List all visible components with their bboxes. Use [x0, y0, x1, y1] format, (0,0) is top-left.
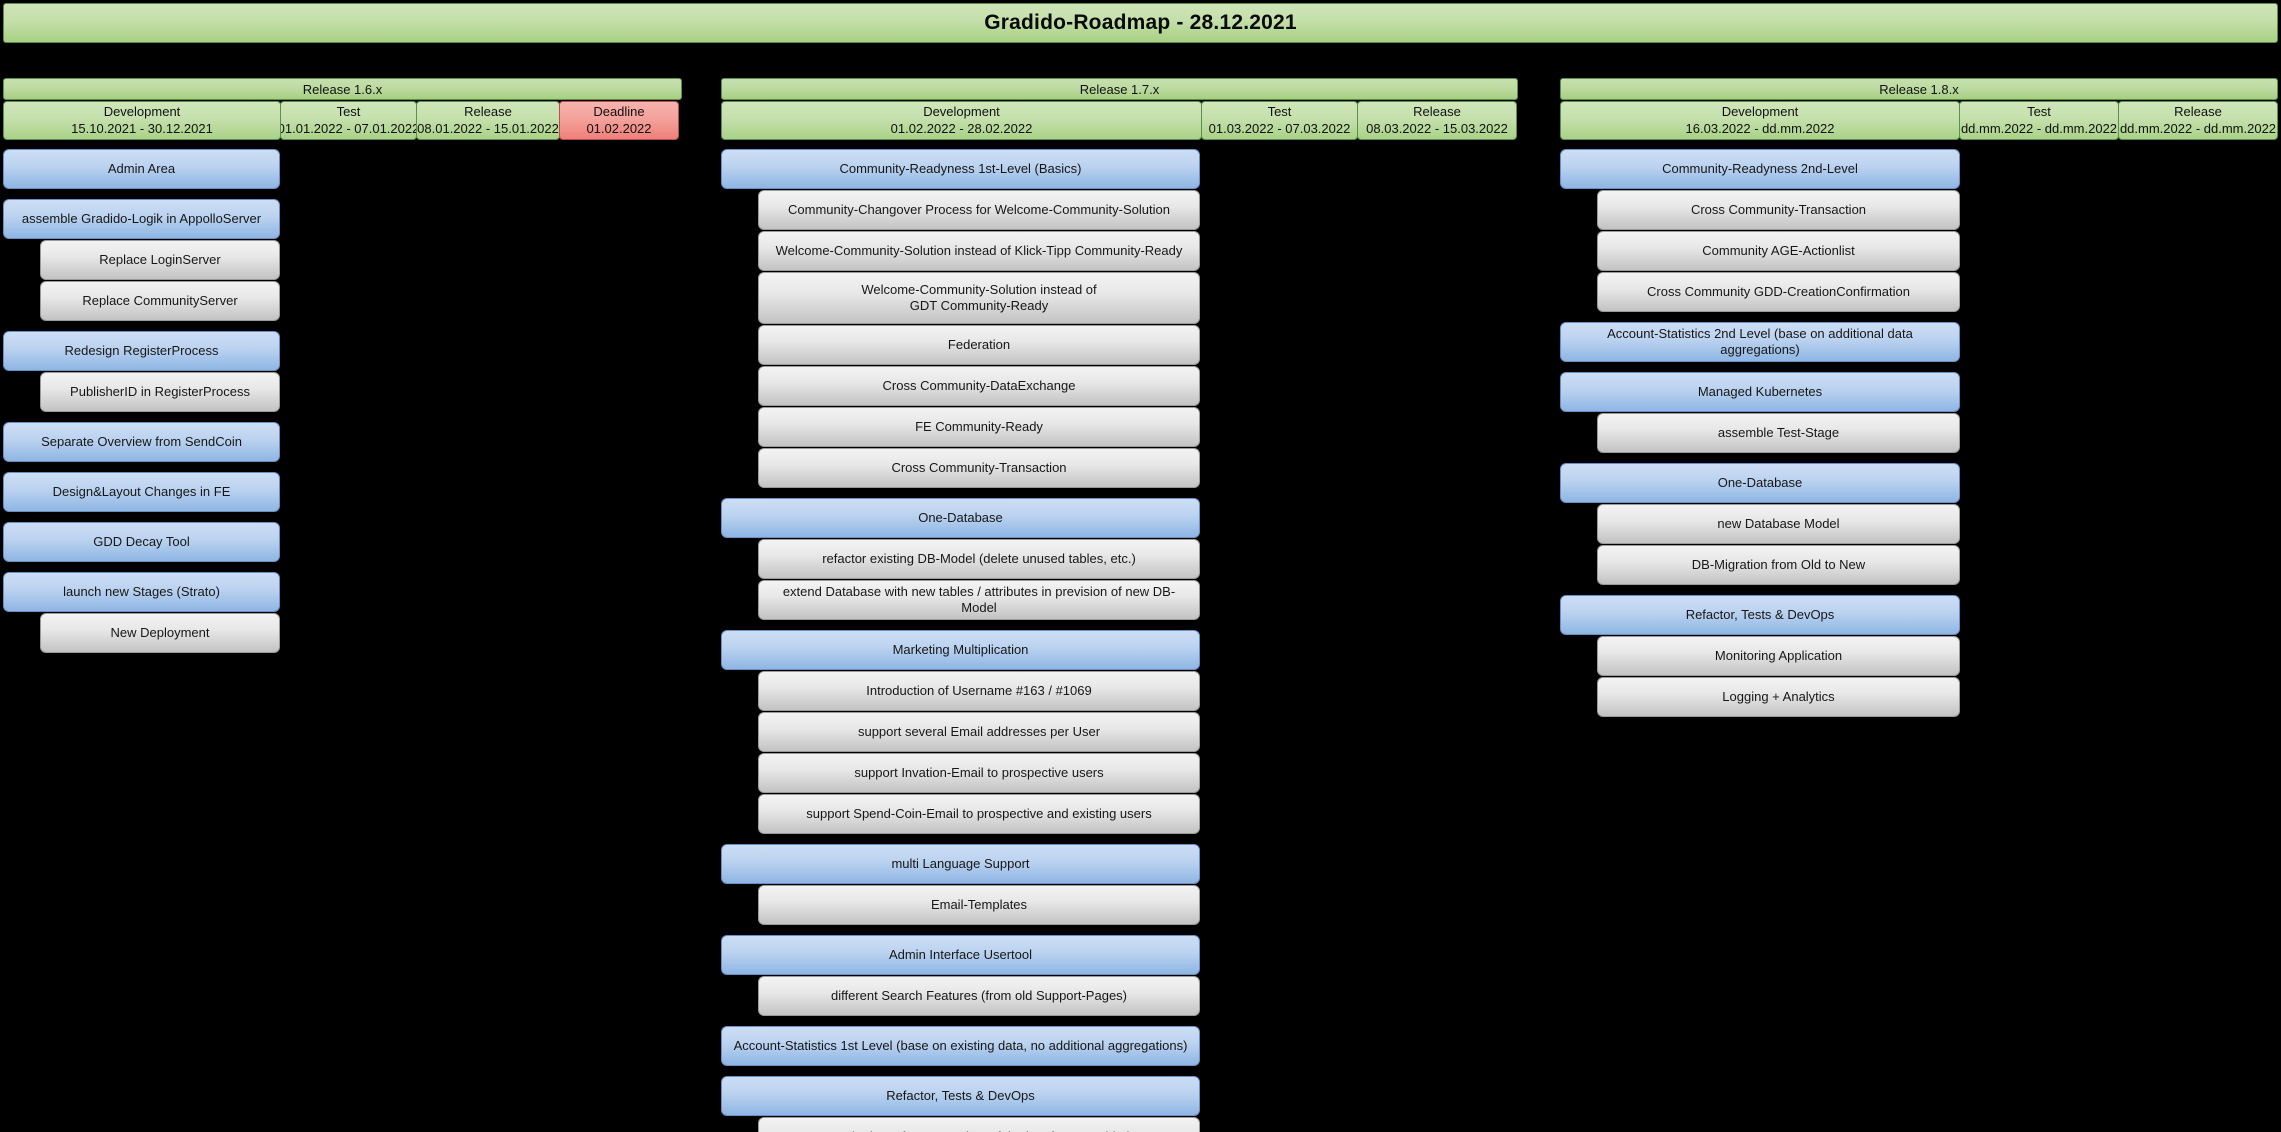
task-item-child[interactable]: Cross Community-Transaction [758, 448, 1200, 488]
task-item-parent[interactable]: Design&Layout Changes in FE [3, 472, 280, 512]
phase-dates: dd.mm.2022 - dd.mm.2022 [2119, 120, 2277, 136]
task-item-child[interactable]: extend Database with new tables / attrib… [758, 580, 1200, 620]
phase-dates: 01.02.2022 [586, 120, 652, 136]
task-item-child[interactable]: Introduction of Username #163 / #1069 [758, 671, 1200, 711]
task-item-child[interactable]: FE Community-Ready [758, 407, 1200, 447]
task-list: Admin Area assemble Gradido-Logik in Appo… [3, 149, 682, 653]
task-item-child[interactable]: PublisherID in RegisterProcess [40, 372, 280, 412]
task-list: Community-Readyness 1st-Level (Basics)Co… [721, 149, 1518, 1132]
task-item-child[interactable]: Cross Community-Transaction [1597, 190, 1960, 230]
task-item-parent[interactable]: multi Language Support [721, 844, 1200, 884]
phase-name: Test [336, 104, 361, 120]
task-item-child[interactable]: Welcome-Community-Solution instead of Kl… [758, 231, 1200, 271]
task-item-child[interactable]: refactor existing DB-Model (delete unuse… [758, 539, 1200, 579]
phase-name: Test [1267, 104, 1292, 120]
release-title: Release 1.7.x [721, 78, 1518, 100]
task-item-child[interactable]: Replace CommunityServer [40, 281, 280, 321]
task-item-child[interactable]: Logging + Analytics [1597, 677, 1960, 717]
task-item-child[interactable]: Federation [758, 325, 1200, 365]
phase-dates: 08.03.2022 - 15.03.2022 [1366, 120, 1508, 136]
task-item-parent[interactable]: Redesign RegisterProcess [3, 331, 280, 371]
task-item-child[interactable]: new Database Model [1597, 504, 1960, 544]
phase-dates: 01.02.2022 - 28.02.2022 [890, 120, 1033, 136]
task-item-child[interactable]: support several Email addresses per User [758, 712, 1200, 752]
phase-name: Release [1413, 104, 1461, 120]
phase-name: Development [1721, 104, 1799, 120]
task-item-parent[interactable]: GDD Decay Tool [3, 522, 280, 562]
phase-dates: 01.03.2022 - 07.03.2022 [1208, 120, 1351, 136]
phase-name: Development [923, 104, 1000, 120]
task-item-child[interactable]: Community AGE-Actionlist [1597, 231, 1960, 271]
task-item-child[interactable]: Cross Community GDD-CreationConfirmation [1597, 272, 1960, 312]
task-item-parent[interactable]: Marketing Multiplication [721, 630, 1200, 670]
task-item-child[interactable]: different Search Features (from old Supp… [758, 976, 1200, 1016]
task-item-child[interactable]: Community-Changover Process for Welcome-… [758, 190, 1200, 230]
task-item-parent[interactable]: assemble Gradido-Logik in AppolloServer [3, 199, 280, 239]
task-item-child[interactable]: Cross Community-DataExchange [758, 366, 1200, 406]
task-item-child[interactable]: support Invation-Email to prospective us… [758, 753, 1200, 793]
phase-dates: 15.10.2021 - 30.12.2021 [71, 120, 213, 136]
task-item-parent[interactable]: Admin Area [3, 149, 280, 189]
phase-name: Development [103, 104, 181, 120]
task-item-child[interactable]: Monitoring Application [1597, 636, 1960, 676]
phase-name: Release [2174, 104, 2222, 120]
task-item-parent[interactable]: launch new Stages (Strato) [3, 572, 280, 612]
task-item-parent[interactable]: One-Database [721, 498, 1200, 538]
task-item-child[interactable]: Monitoring Infrastructur (out of the box… [758, 1117, 1200, 1132]
phase-name: Release [464, 104, 512, 120]
task-item-child[interactable]: support Spend-Coin-Email to prospective … [758, 794, 1200, 834]
phase-name: Deadline [593, 104, 645, 120]
task-item-child[interactable]: Welcome-Community-Solution instead of GD… [758, 272, 1200, 324]
task-item-child[interactable]: DB-Migration from Old to New [1597, 545, 1960, 585]
task-item-parent[interactable]: Community-Readyness 1st-Level (Basics) [721, 149, 1200, 189]
release-title: Release 1.8.x [1560, 78, 2278, 100]
phase-dates: dd.mm.2022 - dd.mm.2022 [1960, 120, 2118, 136]
task-item-parent[interactable]: Managed Kubernetes [1560, 372, 1960, 412]
task-item-parent[interactable]: Refactor, Tests & DevOps [1560, 595, 1960, 635]
task-item-parent[interactable]: One-Database [1560, 463, 1960, 503]
task-item-parent[interactable]: Admin Interface Usertool [721, 935, 1200, 975]
task-item-child[interactable]: Email-Templates [758, 885, 1200, 925]
task-item-child[interactable]: New Deployment [40, 613, 280, 653]
phase-dates: 08.01.2022 - 15.01.2022 [417, 120, 559, 136]
task-item-parent[interactable]: Account-Statistics 1st Level (base on ex… [721, 1026, 1200, 1066]
task-item-parent[interactable]: Community-Readyness 2nd-Level [1560, 149, 1960, 189]
task-item-parent[interactable]: Separate Overview from SendCoin [3, 422, 280, 462]
release-title: Release 1.6.x [3, 78, 682, 100]
task-item-parent[interactable]: Refactor, Tests & DevOps [721, 1076, 1200, 1116]
task-item-child[interactable]: Replace LoginServer [40, 240, 280, 280]
phase-name: Test [2027, 104, 2051, 120]
task-item-child[interactable]: assemble Test-Stage [1597, 413, 1960, 453]
phase-dates: 01.01.2022 - 07.01.2022 [280, 120, 417, 136]
task-item-parent[interactable]: Account-Statistics 2nd Level (base on ad… [1560, 322, 1960, 362]
page-title: Gradido-Roadmap - 28.12.2021 [3, 3, 2278, 43]
phase-dates: 16.03.2022 - dd.mm.2022 [1685, 120, 1835, 136]
